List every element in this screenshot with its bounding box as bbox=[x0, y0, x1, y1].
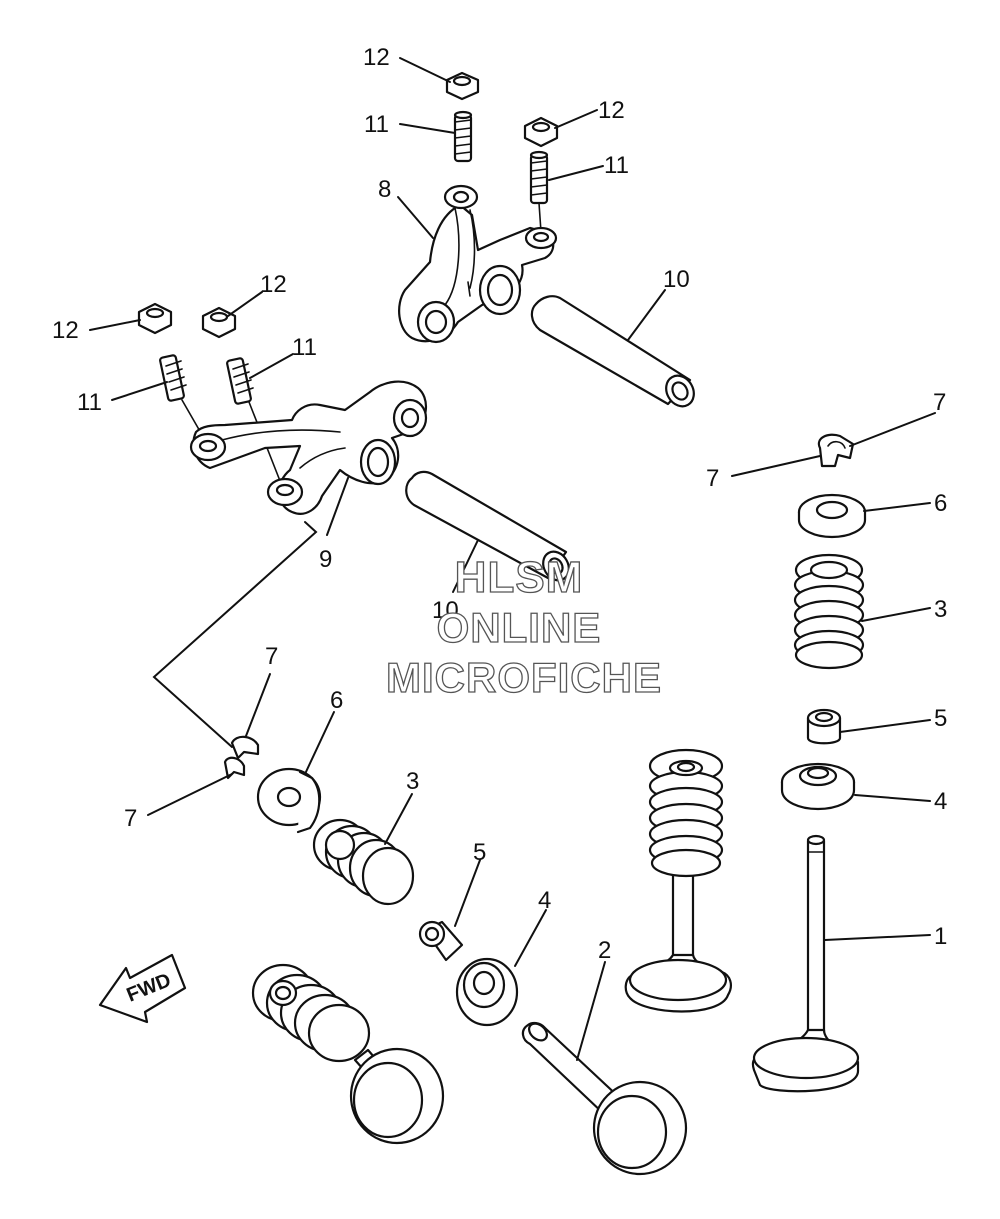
callout-shaft-upper: 10 bbox=[663, 266, 690, 293]
rocker-shaft-upper bbox=[530, 295, 695, 408]
callout-nut-mid-left: 12 bbox=[52, 317, 79, 344]
leader-lines bbox=[89, 57, 936, 1061]
watermark-line-3: MICROFICHE bbox=[386, 654, 662, 701]
cotter-right bbox=[817, 433, 855, 468]
nut-mid-right bbox=[201, 306, 237, 339]
callout-nut-top-right: 12 bbox=[598, 97, 625, 124]
callout-retainer-right: 6 bbox=[934, 490, 947, 517]
watermark-line-2: ONLINE bbox=[437, 604, 602, 651]
callout-spring-right: 3 bbox=[934, 596, 947, 623]
callout-nut-mid-right: 12 bbox=[260, 271, 287, 298]
callout-spring-left: 3 bbox=[406, 768, 419, 795]
intake-valve-installed bbox=[624, 748, 732, 1013]
spring-right bbox=[793, 553, 865, 670]
stem-seal-right bbox=[806, 708, 842, 745]
callout-cotter-right-a: 7 bbox=[933, 389, 946, 416]
callout-seal-left: 5 bbox=[473, 839, 486, 866]
callout-cotter-left-a: 7 bbox=[265, 643, 278, 670]
nut-top-right bbox=[523, 116, 559, 148]
exhaust-valve-installed bbox=[251, 963, 445, 1145]
callout-seal-right: 5 bbox=[934, 705, 947, 732]
callout-valve-exhaust: 1 bbox=[934, 923, 947, 950]
nut-mid-left bbox=[137, 302, 173, 335]
callout-screw-top-right: 11 bbox=[604, 152, 629, 179]
watermark-line-1: HLSM bbox=[455, 553, 584, 602]
intake-valve bbox=[521, 1021, 688, 1176]
callout-shaft-lower: 10 bbox=[432, 597, 459, 624]
retainer-right bbox=[797, 493, 867, 539]
callout-seat-right: 4 bbox=[934, 788, 947, 815]
callout-screw-mid-left: 11 bbox=[77, 389, 102, 416]
spring-seat-right bbox=[780, 762, 856, 811]
nut-top-left bbox=[445, 71, 480, 101]
callout-cotter-left-b: 7 bbox=[124, 805, 137, 832]
rocker-shaft-lower bbox=[405, 470, 570, 582]
cotter-left bbox=[223, 735, 260, 780]
spring-seat-left bbox=[455, 957, 519, 1027]
group-bracket-line bbox=[152, 521, 318, 748]
callout-seat-left: 4 bbox=[538, 887, 551, 914]
stem-seal-left bbox=[418, 920, 464, 962]
callout-screw-mid-right: 11 bbox=[292, 334, 317, 361]
adjust-screw-mid-left bbox=[159, 354, 206, 441]
callout-retainer-left: 6 bbox=[330, 687, 343, 714]
callout-nut-top-left: 12 bbox=[363, 44, 390, 71]
callout-screw-top-left: 11 bbox=[364, 111, 389, 138]
retainer-left bbox=[256, 767, 322, 834]
spring-left bbox=[312, 818, 415, 906]
callout-arm-upper: 8 bbox=[378, 176, 391, 203]
exhaust-valve bbox=[751, 834, 860, 1093]
callout-arm-lower: 9 bbox=[319, 546, 332, 573]
callout-valve-intake: 2 bbox=[598, 937, 611, 964]
rocker-arm-upper bbox=[398, 184, 558, 344]
adjust-screw-top-left bbox=[453, 110, 473, 163]
callout-cotter-right-b: 7 bbox=[706, 465, 719, 492]
rocker-arm-lower bbox=[189, 380, 428, 515]
